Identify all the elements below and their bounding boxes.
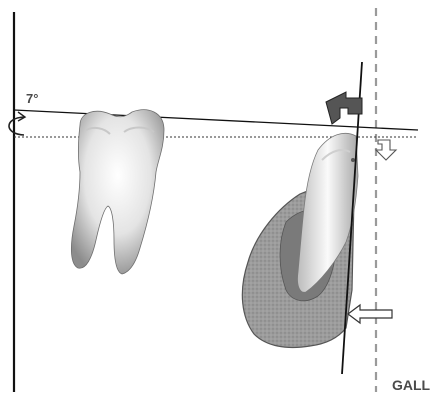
angle-label: 7° [26,91,38,106]
left-arrow-outline-icon [348,305,392,323]
molar-tooth [71,110,164,274]
bent-arrow-down-outline-icon [376,140,396,160]
curved-angle-arc-icon [9,117,24,135]
bent-arrow-down-icon [326,92,362,124]
gall-label: GALL [392,377,431,393]
